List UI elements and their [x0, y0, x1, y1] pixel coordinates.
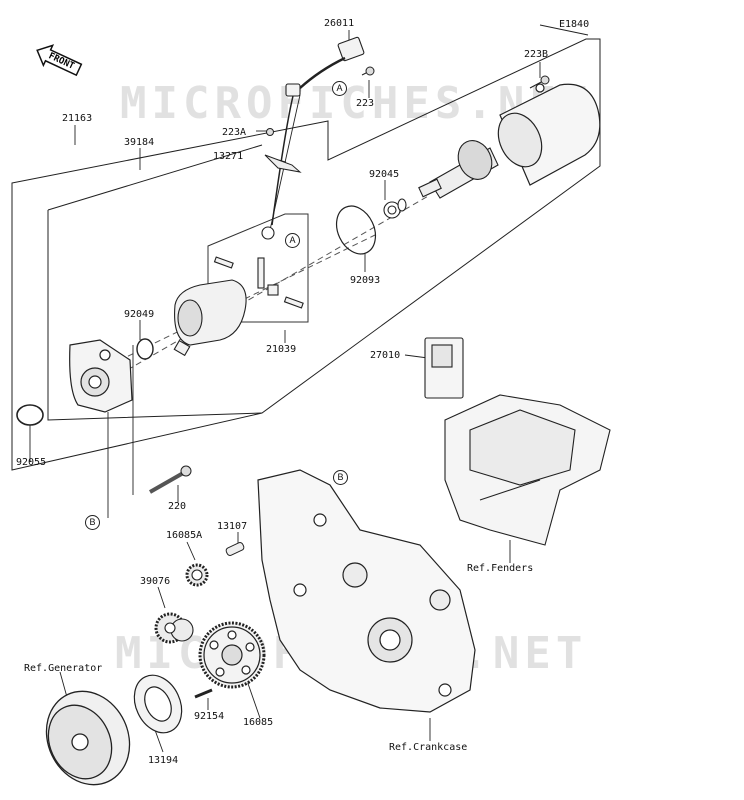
part-13271-label[interactable]: 13271 [213, 151, 244, 162]
gear-39076 [154, 612, 194, 644]
crankcase [257, 469, 476, 713]
lead-wire-26011 [261, 36, 365, 240]
bolt-92154 [194, 688, 213, 699]
ref-crankcase-label[interactable]: Ref.Crankcase [389, 742, 468, 753]
one-way-clutch-13194 [133, 674, 183, 734]
assembly-21163-outline [11, 38, 601, 471]
part-16085-label[interactable]: 16085 [243, 717, 274, 728]
part-39076-label[interactable]: 39076 [140, 576, 171, 587]
part-13107-label[interactable]: 13107 [217, 521, 248, 532]
o-ring-92055 [16, 404, 44, 426]
callout-a-top[interactable]: A [332, 81, 347, 96]
plate-13271 [264, 154, 302, 173]
armature [383, 140, 499, 219]
part-92055-label[interactable]: 92055 [16, 457, 47, 468]
part-92045-label[interactable]: 92045 [369, 169, 400, 180]
gear-16085 [198, 621, 266, 689]
brush-holder-21039 [173, 256, 304, 357]
diagram-code: E1840 [559, 19, 590, 30]
o-ring-92093 [335, 205, 377, 255]
assembly-39184-outline [47, 144, 263, 421]
starter-motor [497, 83, 601, 186]
generator-rotor [45, 690, 131, 786]
ref-generator-label[interactable]: Ref.Generator [24, 663, 103, 674]
front-direction-arrow: FRONT [30, 38, 86, 83]
part-16085a-label[interactable]: 16085A [166, 530, 203, 541]
relay-bracket [424, 337, 611, 546]
part-223b-label[interactable]: 223B [524, 49, 549, 60]
part-92093-label[interactable]: 92093 [350, 275, 381, 286]
gear-16085a [185, 563, 209, 587]
part-26011-label[interactable]: 26011 [324, 18, 355, 29]
part-223a-label[interactable]: 223A [222, 127, 247, 138]
part-27010-label[interactable]: 27010 [370, 350, 401, 361]
callout-b-cover[interactable]: B [85, 515, 100, 530]
shaft-13107 [225, 542, 245, 556]
part-92154-label[interactable]: 92154 [194, 711, 225, 722]
starter-front-cover [69, 339, 133, 413]
part-13194-label[interactable]: 13194 [148, 755, 179, 766]
part-92049-label[interactable]: 92049 [124, 309, 155, 320]
callout-a-brush[interactable]: A [285, 233, 300, 248]
part-39184-label[interactable]: 39184 [124, 137, 155, 148]
part-21039-label[interactable]: 21039 [266, 344, 297, 355]
part-21163-label[interactable]: 21163 [62, 113, 93, 124]
part-220-label[interactable]: 220 [168, 501, 187, 512]
ref-fenders-label[interactable]: Ref.Fenders [467, 563, 534, 574]
part-223-label[interactable]: 223 [356, 98, 375, 109]
screws [149, 66, 550, 494]
callout-b-crankcase[interactable]: B [333, 470, 348, 485]
seal-92049 [136, 338, 154, 360]
